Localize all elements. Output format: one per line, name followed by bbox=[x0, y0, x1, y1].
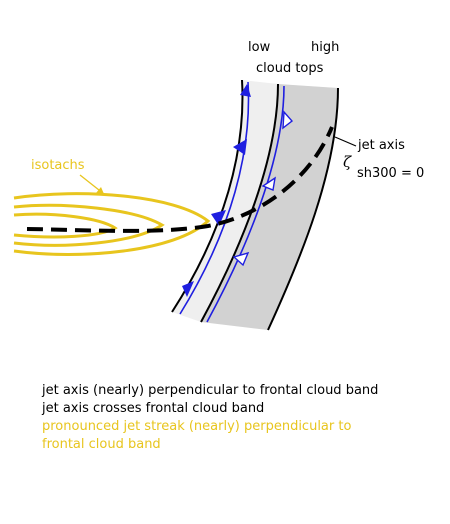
legend: jet axis (nearly) perpendicular to front… bbox=[42, 382, 442, 454]
frontal-cloud-band-diagram: low high cloud tops jet axis ζ sh300 = 0… bbox=[13, 40, 424, 331]
arrowhead-icon bbox=[96, 187, 104, 194]
cloud-band-outline-middle bbox=[200, 83, 279, 323]
cloud-band-outline-left bbox=[171, 79, 244, 313]
jet-axis-line bbox=[26, 126, 334, 233]
high-cloud-band bbox=[201, 84, 338, 330]
cold-front-line bbox=[179, 81, 250, 315]
legend-line-3: pronounced jet streak (nearly) perpendic… bbox=[42, 419, 352, 434]
legend-line-4: frontal cloud band bbox=[42, 437, 161, 452]
front-triangle-filled bbox=[233, 139, 247, 155]
label-isotachs: isotachs bbox=[31, 158, 85, 173]
label-zeta: ζ bbox=[343, 153, 352, 171]
isotach-outer bbox=[13, 192, 211, 256]
isotach-inner bbox=[13, 212, 118, 239]
legend-line-1: jet axis (nearly) perpendicular to front… bbox=[42, 383, 379, 398]
cloud-band-outline-right bbox=[267, 87, 339, 331]
isotach-middle bbox=[13, 203, 165, 247]
label-sh300: sh300 = 0 bbox=[357, 166, 424, 181]
label-high: high bbox=[311, 40, 339, 55]
legend-line-2: jet axis crosses frontal cloud band bbox=[42, 401, 265, 416]
label-cloud-tops: cloud tops bbox=[256, 61, 324, 76]
front-triangle-open bbox=[232, 251, 250, 267]
upper-front-line bbox=[206, 85, 285, 323]
jet-axis-label-pointer bbox=[334, 136, 357, 147]
low-cloud-band bbox=[172, 80, 278, 322]
front-triangle-open bbox=[261, 176, 276, 191]
label-jet-axis: jet axis bbox=[357, 138, 405, 153]
front-triangle-filled bbox=[182, 281, 194, 297]
front-triangle-filled bbox=[211, 210, 226, 226]
label-low: low bbox=[248, 40, 271, 55]
front-triangle-open bbox=[282, 110, 294, 130]
front-triangle-filled bbox=[240, 84, 251, 97]
